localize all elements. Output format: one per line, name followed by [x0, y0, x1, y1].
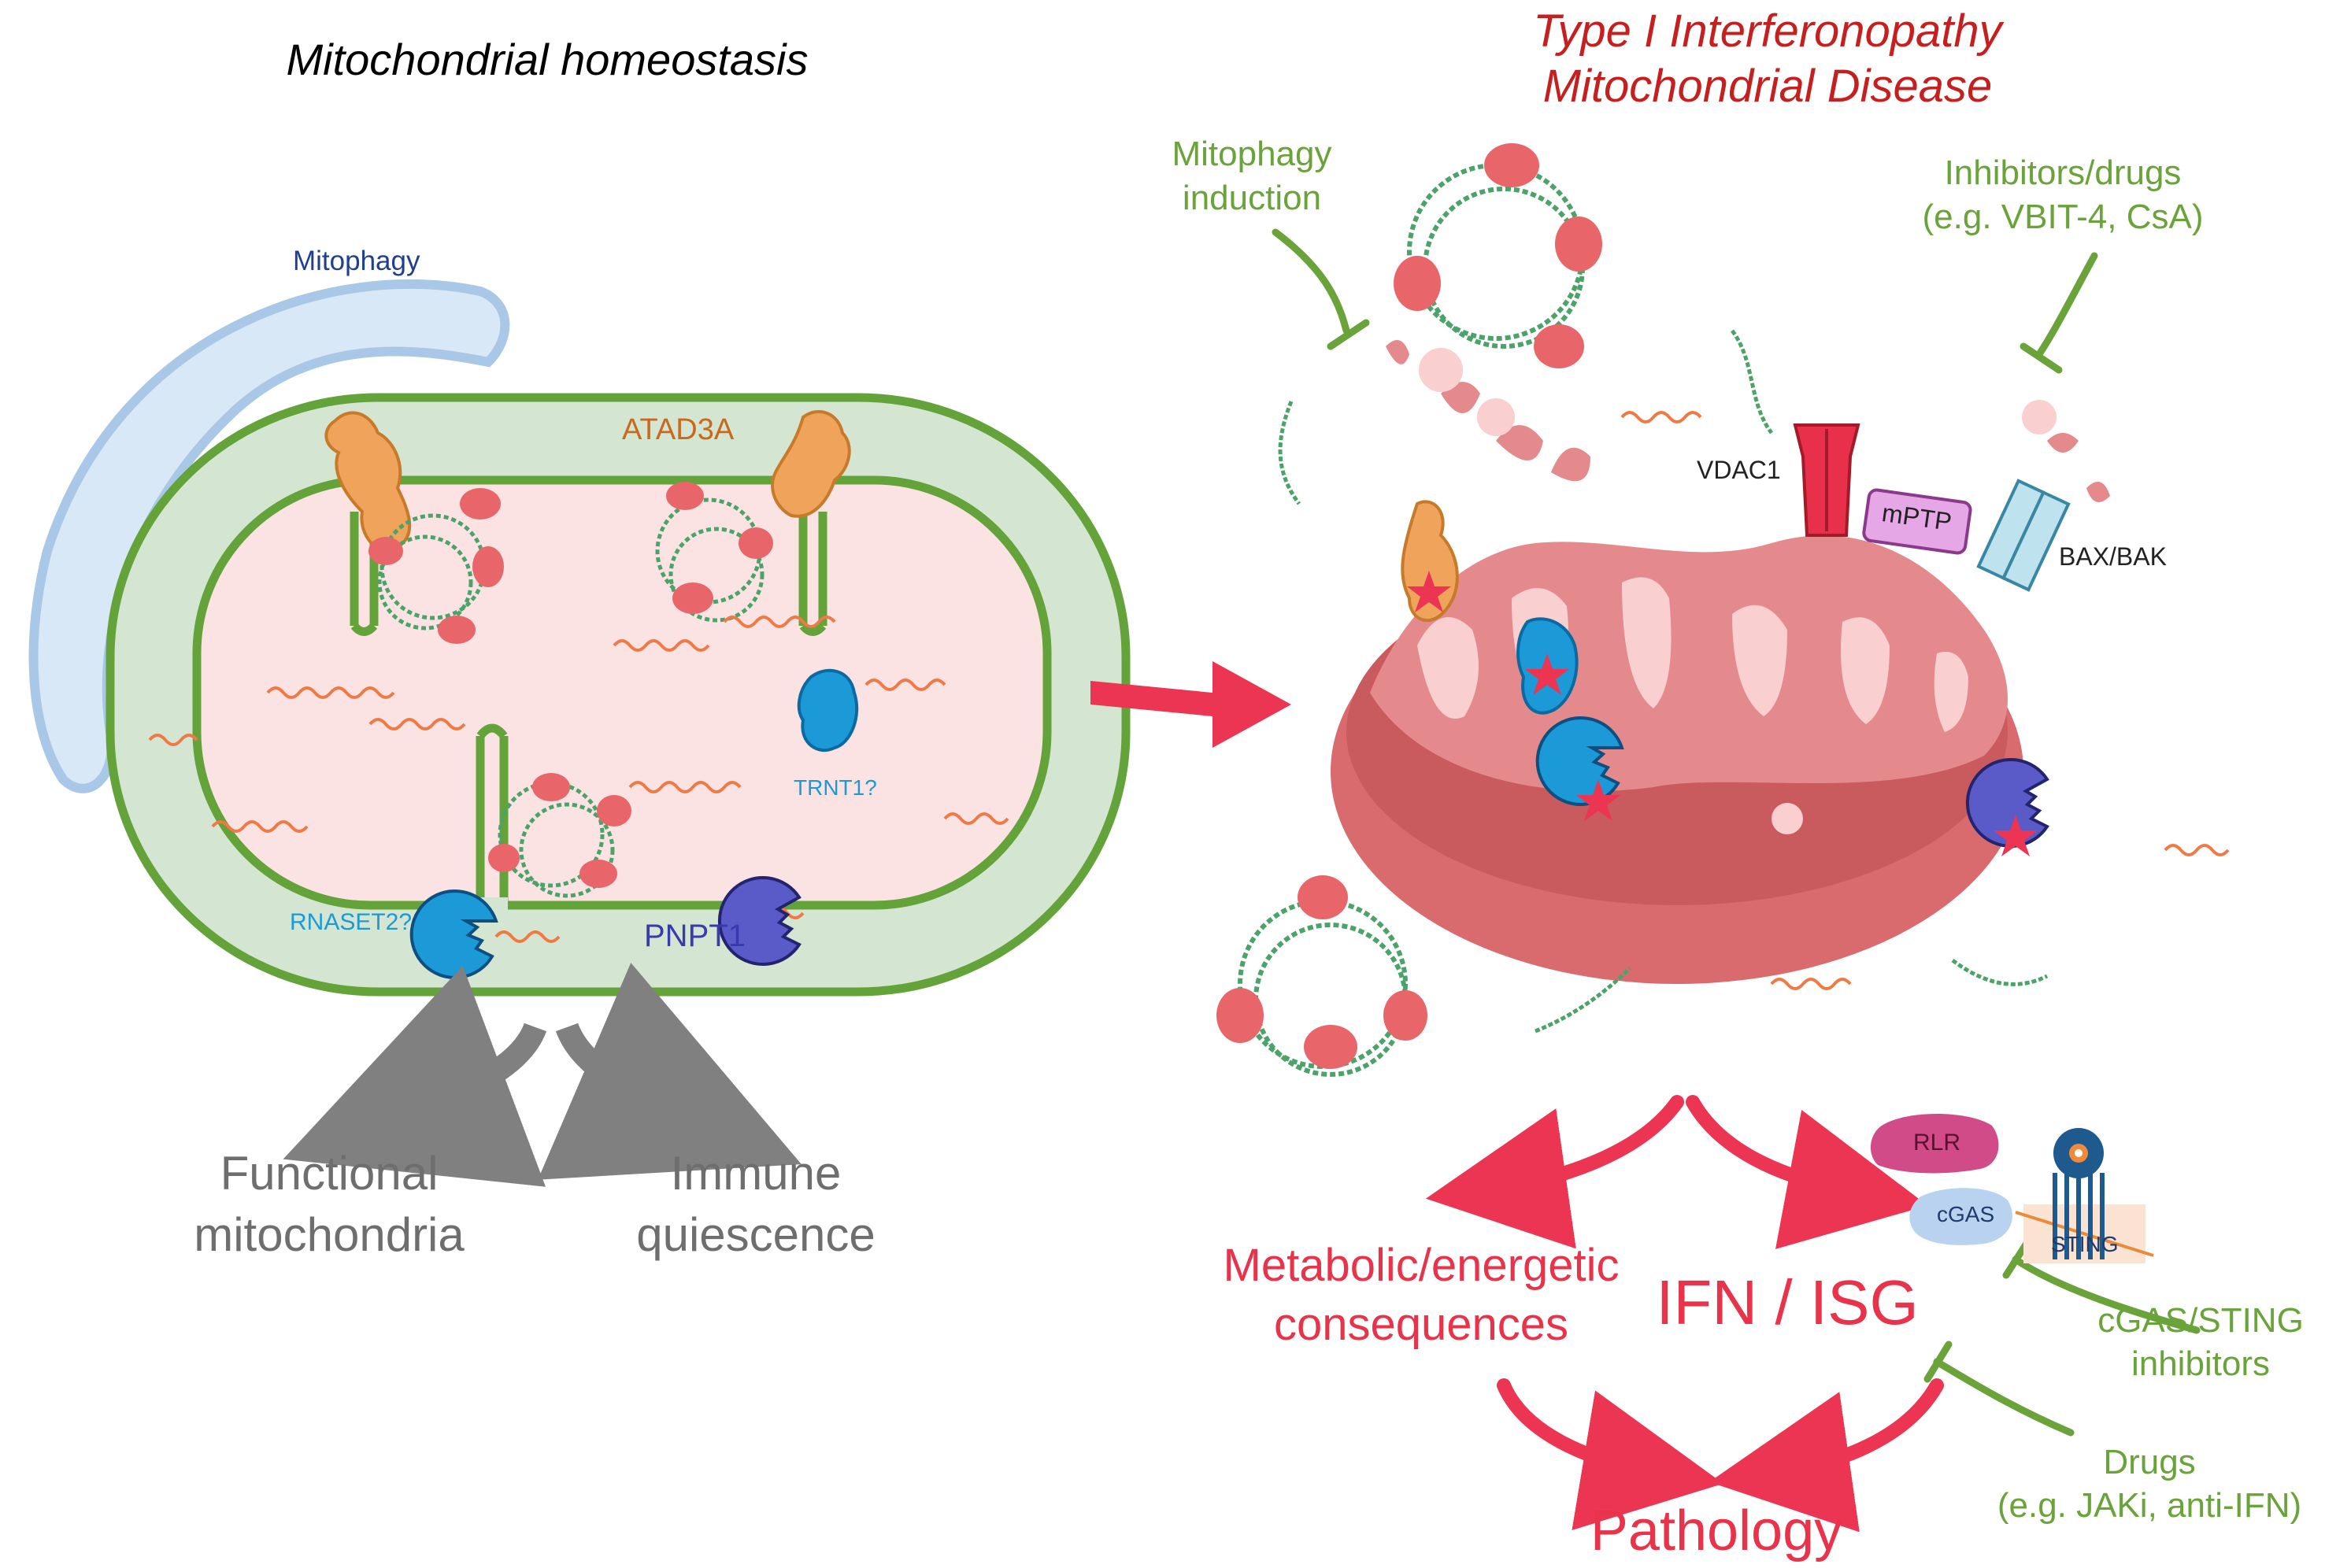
vdac1-label: VDAC1	[1697, 456, 1781, 484]
trnt1-label: TRNT1?	[794, 775, 877, 800]
cgas-sting-line-2: inhibitors	[2131, 1344, 2271, 1383]
rnaset2-mutant-enzyme	[1535, 716, 1624, 806]
nucleoid-left-3	[488, 773, 631, 898]
outcome-functional-mitochondria: Functional mitochondria	[194, 1143, 465, 1266]
left-panel-title: Mitochondrial homeostasis	[286, 35, 809, 84]
mitophagy-induction-label: Mitophagy induction	[1172, 132, 1331, 221]
metabolic-line-1: Metabolic/energetic	[1223, 1240, 1620, 1291]
metabolic-consequences-label: Metabolic/energetic consequences	[1224, 1236, 1620, 1355]
outcome-1-line-1: Functional	[220, 1147, 439, 1200]
cgas-sensor	[1909, 1188, 2012, 1245]
sting-label: STING	[2051, 1232, 2119, 1256]
right-title-line-1: Type I Interferonopathy	[1533, 6, 2002, 57]
mutation-star-icons	[1407, 571, 2038, 856]
released-dna-strands	[1278, 329, 2049, 1034]
rlr-sensor	[1870, 1114, 1999, 1174]
drugs-label: Drugs (e.g. JAKi, anti-IFN)	[1997, 1440, 2301, 1527]
pnpt1-label: PNPT1	[644, 919, 746, 953]
rnaset2-label: RNASET2?	[290, 909, 413, 935]
ifn-isg-label: IFN / ISG	[1656, 1267, 1919, 1337]
membrane-fragments	[1386, 340, 2110, 502]
mitophagy-induction-line-2: induction	[1182, 179, 1322, 218]
released-nucleoid-bottom	[1216, 875, 1427, 1077]
vdac1-channel	[1793, 423, 1860, 537]
metabolic-line-2: consequences	[1273, 1299, 1569, 1351]
released-nucleoid-top	[1394, 143, 1602, 368]
transition-arrow	[1090, 661, 1291, 748]
outcome-2-line-1: Immune	[670, 1147, 842, 1200]
mitophagy-induction-line-1: Mitophagy	[1172, 135, 1332, 173]
rlr-label: RLR	[1913, 1130, 1961, 1156]
nucleoid-left-1	[368, 488, 504, 644]
cgas-sting-inhibitors-label: cGAS/STING inhibitors	[2097, 1299, 2304, 1385]
mitophagy-label: Mitophagy	[293, 246, 420, 276]
released-rna-strands	[1620, 411, 2230, 990]
outcome-immune-quiescence: Immune quiescence	[636, 1143, 876, 1266]
baxbak-channel	[1976, 479, 2071, 592]
inhibition-lines	[1272, 228, 2201, 1437]
inhibitors-line-1: Inhibitors/drugs	[1944, 153, 2182, 192]
inhibitors-line-2: (e.g. VBIT-4, CsA)	[1922, 198, 2204, 237]
right-panel-title: Type I Interferonopathy Mitochondrial Di…	[1533, 4, 2001, 113]
rna-strands-left	[148, 616, 1009, 943]
pnpt1-enzyme	[717, 876, 802, 966]
cgas-label: cGAS	[1937, 1202, 1995, 1226]
inhibitors-drugs-label: Inhibitors/drugs (e.g. VBIT-4, CsA)	[1923, 151, 2204, 240]
outcome-1-line-2: mitochondria	[194, 1208, 465, 1261]
pnpt1-mutant-enzyme	[1965, 758, 2049, 848]
arrow-to-ifn	[1686, 1095, 1928, 1249]
drugs-line-2: (e.g. JAKi, anti-IFN)	[1997, 1486, 2302, 1525]
nucleoid-left-2	[655, 482, 773, 623]
pathology-label: Pathology	[1590, 1500, 1843, 1562]
baxbak-label: BAX/BAK	[2059, 542, 2167, 571]
atad3a-protein-right	[771, 409, 851, 518]
cgas-sting-line-1: cGAS/STING	[2097, 1301, 2304, 1340]
sting-receptor-icon	[2053, 1173, 2105, 1259]
rnaset2-enzyme	[409, 889, 498, 979]
arrow-to-metabolic	[1425, 1095, 1684, 1249]
drugs-line-1: Drugs	[2103, 1443, 2196, 1481]
matrix	[192, 475, 1052, 910]
right-title-line-2: Mitochondrial Disease	[1542, 60, 1993, 112]
gray-arrow-right	[538, 963, 802, 1180]
trnt1-protein	[797, 668, 859, 753]
arrow-ifn-to-pathology	[1709, 1378, 1944, 1533]
atad3a-label: ATAD3A	[622, 413, 735, 446]
gray-arrow-left	[283, 965, 547, 1187]
arrow-metabolic-to-pathology	[1497, 1378, 1723, 1530]
outcome-2-line-2: quiescence	[636, 1208, 876, 1261]
mptp-pore	[1862, 488, 1972, 555]
